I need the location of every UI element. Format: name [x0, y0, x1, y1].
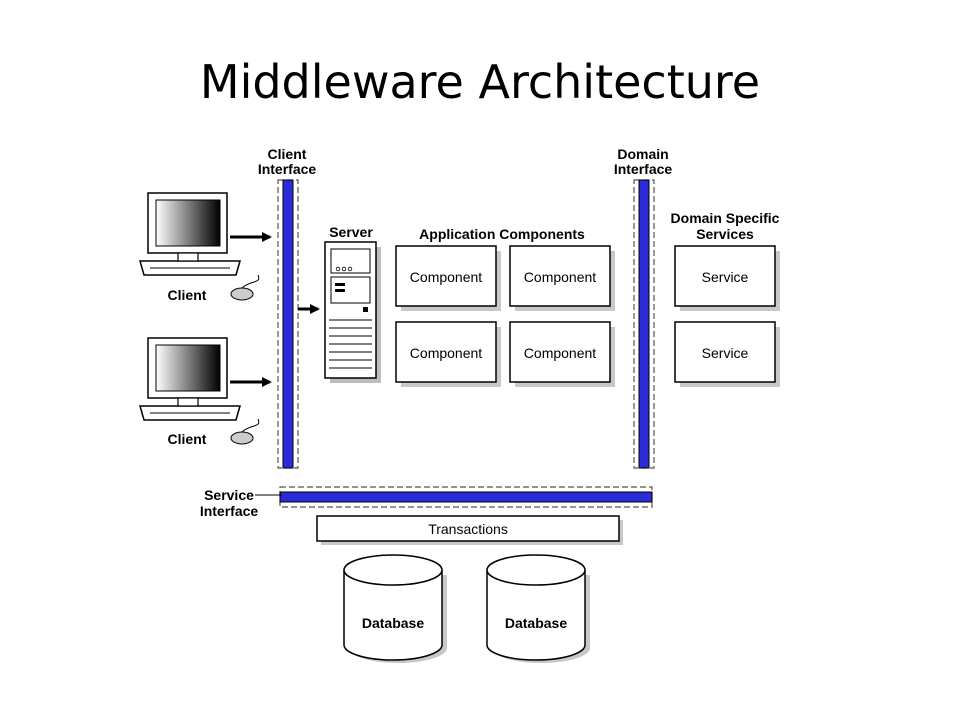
service-interface-label-line2: Interface [200, 503, 259, 519]
client-interface-label-line1: Client [268, 146, 307, 162]
database-cylinder-icon: Database [343, 554, 447, 663]
client-computer-icon [139, 192, 260, 301]
domain-services-label-line2: Services [696, 226, 754, 242]
service-box: Service [674, 245, 780, 311]
client-label-top: Client [168, 287, 207, 303]
server-label: Server [329, 224, 373, 240]
client-interface-bus [277, 179, 299, 469]
service-label: Service [702, 269, 749, 285]
application-components-label: Application Components [419, 226, 585, 242]
service-interface-bus [279, 486, 653, 508]
database-label: Database [362, 615, 424, 631]
client-computer-icon [139, 337, 260, 445]
domain-interface-label-line2: Interface [614, 161, 673, 177]
client-interface-label-line2: Interface [258, 161, 317, 177]
component-box: Component [395, 245, 501, 311]
domain-services-label-line1: Domain Specific [671, 210, 780, 226]
component-box: Component [395, 321, 501, 387]
database-label: Database [505, 615, 567, 631]
client-label-bottom: Client [168, 431, 207, 447]
component-label: Component [410, 345, 482, 361]
slide-title: Middleware Architecture [199, 55, 761, 109]
domain-interface-bus [633, 179, 655, 469]
component-box: Component [509, 321, 615, 387]
component-box: Component [509, 245, 615, 311]
server-tower-icon [324, 241, 381, 383]
transactions-label: Transactions [428, 521, 508, 537]
domain-interface-label-line1: Domain [617, 146, 668, 162]
transactions-bar: Transactions [316, 515, 623, 545]
component-label: Component [524, 345, 596, 361]
service-label: Service [702, 345, 749, 361]
service-interface-label-line1: Service [204, 487, 254, 503]
component-label: Component [524, 269, 596, 285]
database-cylinder-icon: Database [486, 554, 590, 663]
component-label: Component [410, 269, 482, 285]
service-box: Service [674, 321, 780, 387]
